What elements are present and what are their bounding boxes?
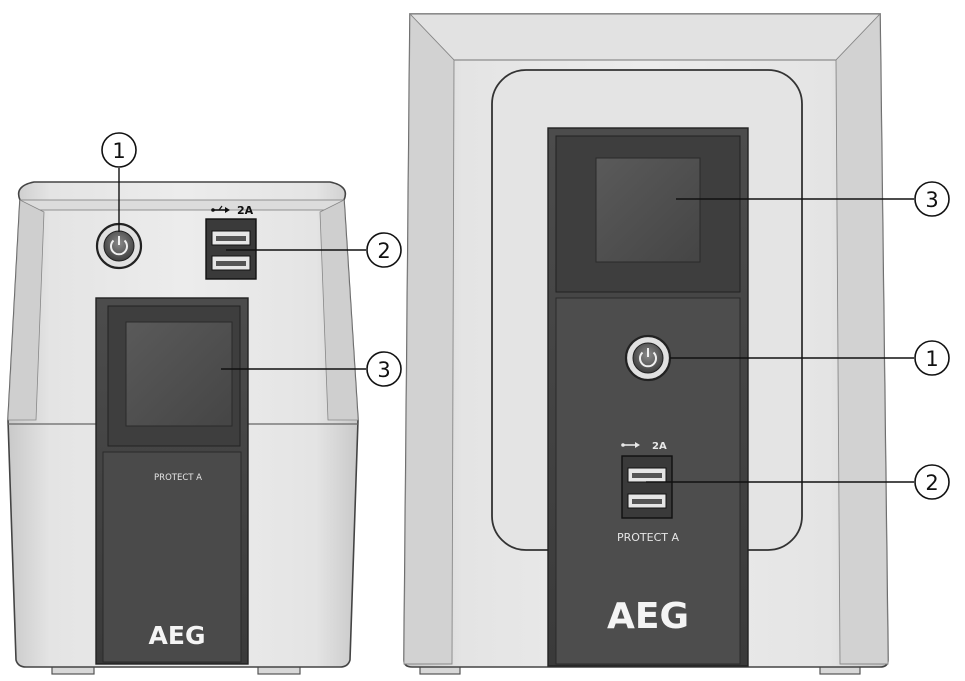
large-callout-3: 3 [676,181,950,217]
large-side-left [403,12,455,665]
power-icon [110,239,128,256]
small-ups-unit: 2A PROTECT A AEG [7,181,359,675]
large-usb-port-pair[interactable] [621,455,673,519]
small-usb-rating: 2A [237,204,254,217]
large-top-bevel [408,13,882,61]
large-brand-logo: AEG [607,596,689,637]
small-callout-2: 2 [226,232,402,268]
callout-number: 1 [925,347,938,371]
large-model-label: PROTECT A [617,531,680,544]
callout-number: 3 [377,358,390,382]
power-icon [639,351,657,368]
large-callout-2: 2 [646,464,950,500]
large-ups-unit: 2A PROTECT A AEG [403,12,889,675]
callout-number: 2 [925,471,938,495]
large-side-right [835,12,889,665]
small-corner-right [319,199,359,421]
small-usb-icon [211,205,230,213]
callout-number: 2 [377,239,390,263]
large-power-button[interactable] [624,334,672,382]
small-callout-3: 3 [221,351,402,387]
callout-number: 1 [112,139,125,163]
large-callout-1: 1 [670,340,950,376]
small-usb-port-pair[interactable] [205,218,257,280]
large-usb-icon [621,442,640,448]
small-display-screen [125,321,233,427]
small-column-highlight [102,451,242,663]
callout-number: 3 [925,188,938,212]
large-display-screen [595,157,701,263]
small-top-bevel [19,199,345,211]
small-brand-logo: AEG [149,621,206,650]
large-usb-rating: 2A [652,441,667,452]
small-corner-left [7,199,45,421]
small-model-label: PROTECT A [154,473,202,483]
small-callout-1: 1 [101,132,137,232]
